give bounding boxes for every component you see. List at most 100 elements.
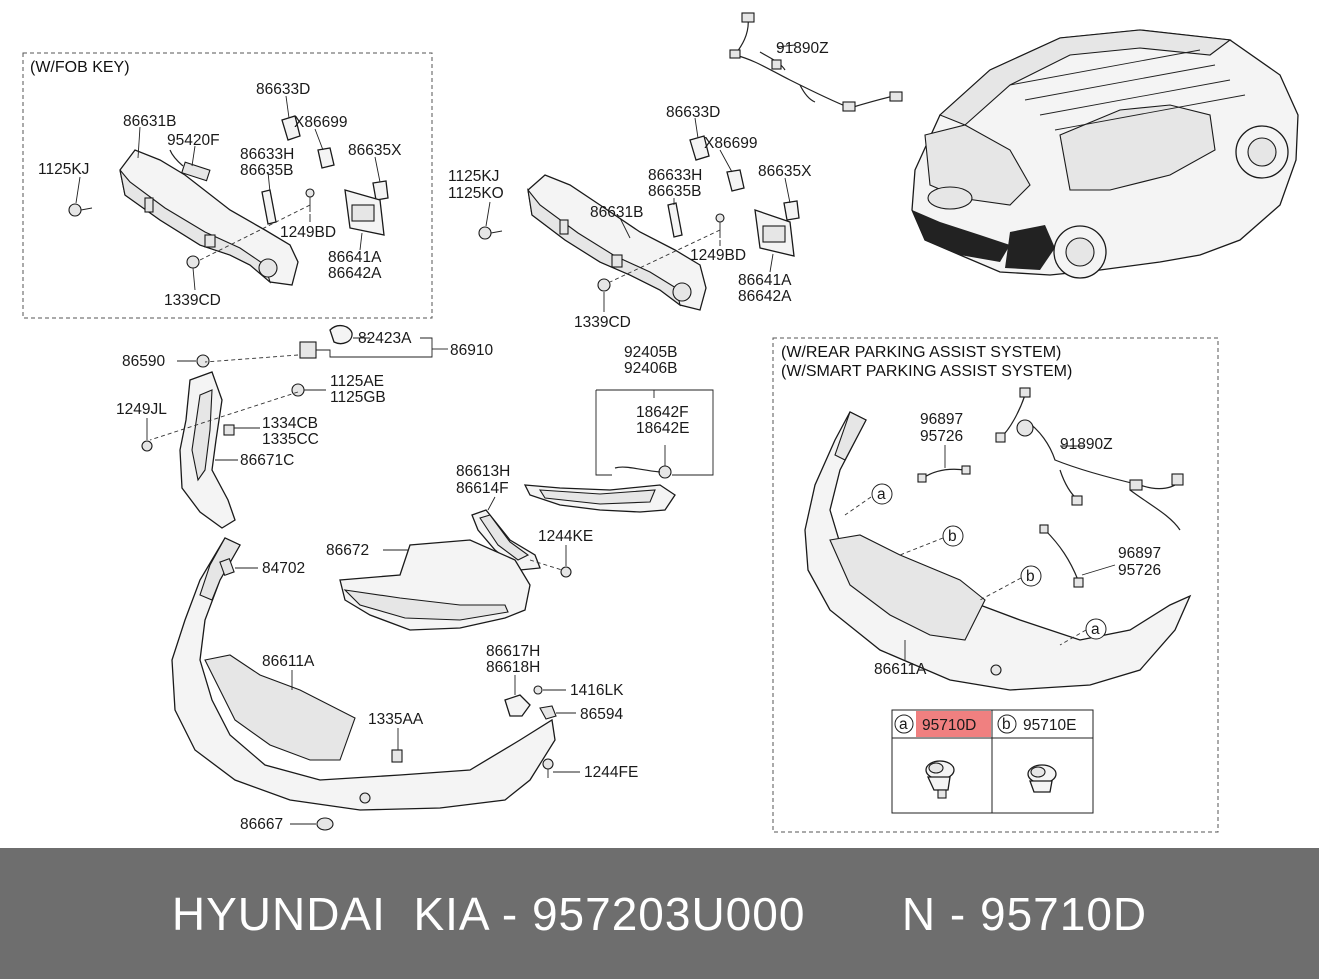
label-86617H: 86617H [486, 643, 540, 660]
label-86633D-left: 86633D [256, 81, 310, 98]
label-86671C: 86671C [240, 452, 294, 469]
label-86631B-left: 86631B [123, 113, 176, 130]
bolt-1125KJ-right[interactable] [478, 226, 503, 240]
bracket-X86699-right[interactable] [726, 169, 745, 192]
label-96897-a: 96897 [920, 411, 963, 428]
side-bracket-86671C[interactable] [179, 371, 236, 529]
bracket-86633H-right[interactable] [667, 202, 683, 238]
label-1334CB: 1334CB [262, 415, 318, 432]
bracket-86617H[interactable] [504, 694, 531, 717]
label-92405B: 92405B [624, 344, 677, 361]
label-92406B: 92406B [624, 360, 677, 377]
piece-86910-assembly[interactable] [299, 324, 353, 359]
bracket-86613H[interactable] [471, 509, 541, 571]
fob-antenna-95420F[interactable] [169, 149, 211, 182]
rear-bumper-cover-86611A[interactable] [171, 537, 556, 811]
nut-1339CD-right[interactable] [597, 278, 611, 292]
bolt-1249BD-right[interactable] [715, 213, 725, 238]
label-86642A-right: 86642A [738, 288, 792, 305]
table-a-letter: a [899, 716, 908, 733]
bulb-18642F[interactable] [614, 465, 672, 479]
table-b-letter: b [1002, 716, 1011, 733]
label-86633H-right: 86633H [648, 167, 702, 184]
bracket-86633H-left[interactable] [261, 189, 277, 225]
clip-1334CB[interactable] [223, 424, 235, 436]
part-number-footer: HYUNDAI KIA - 957203U000 N - 95710D [0, 848, 1319, 979]
label-91890Z-top: 91890Z [776, 40, 829, 57]
label-91890Z-parking: 91890Z [1060, 436, 1113, 453]
bumper-beam-right[interactable] [527, 174, 707, 311]
label-1244KE: 1244KE [538, 528, 593, 545]
footer-part-text: N - 95710D [901, 887, 1148, 940]
footer-brand-text: HYUNDAI KIA - 957203U000 [171, 887, 806, 940]
wiring-harness-91890Z-top[interactable] [729, 12, 903, 112]
screw-1244KE[interactable] [560, 566, 572, 578]
label-86594: 86594 [580, 706, 623, 723]
bracket-86635X-right[interactable] [783, 200, 800, 221]
label-86590: 86590 [122, 353, 165, 370]
nut-1339CD-left[interactable] [186, 255, 200, 269]
bumper-beam-left[interactable] [119, 149, 299, 286]
callout-a-2-text: a [1091, 621, 1100, 638]
bolt-1249BD-left[interactable] [305, 188, 315, 212]
label-1339CD-right: 1339CD [574, 314, 631, 331]
nut-86590[interactable] [196, 354, 210, 368]
label-1249BD-left: 1249BD [280, 224, 336, 241]
callout-a-2 [1085, 618, 1107, 640]
label-86642A-left: 86642A [328, 265, 382, 282]
screw-1244FE[interactable] [542, 758, 554, 778]
label-86667: 86667 [240, 816, 283, 833]
sensor-wire-96897-a[interactable] [917, 465, 971, 483]
label-82423A: 82423A [358, 330, 412, 347]
rear-bumper-cover-86611A-parking[interactable] [804, 411, 1192, 691]
table-a-part[interactable]: 95710D [922, 717, 976, 734]
bracket-86633D-right[interactable] [689, 135, 710, 161]
wiring-harness-91890Z-parking[interactable] [995, 387, 1184, 531]
table-b-part[interactable]: 95710E [1023, 717, 1076, 734]
label-1125AE: 1125AE [330, 373, 384, 390]
clip-1416LK[interactable] [533, 685, 543, 695]
bolt-1125AE[interactable] [291, 383, 326, 397]
sensor-table: a 95710D b 95710E [891, 709, 1094, 814]
clip-1335AA[interactable] [391, 749, 403, 763]
sensor-95710D-icon[interactable] [925, 760, 955, 799]
label-86672: 86672 [326, 542, 369, 559]
label-86618H: 86618H [486, 659, 540, 676]
bolt-1249JL[interactable] [141, 440, 153, 452]
label-1335CC: 1335CC [262, 431, 319, 448]
label-86641A-left: 86641A [328, 249, 382, 266]
label-1125KO-right: 1125KO [448, 185, 504, 202]
nut-86594[interactable] [539, 705, 557, 720]
parking-frame-title-1: (W/REAR PARKING ASSIST SYSTEM) [781, 344, 1061, 361]
label-84702: 84702 [262, 560, 305, 577]
label-1244FE: 1244FE [584, 764, 638, 781]
reflector-lamp-92405B[interactable] [523, 484, 676, 513]
bracket-86633D-left[interactable] [281, 115, 301, 141]
callout-a-1 [871, 483, 893, 505]
label-1249JL: 1249JL [116, 401, 167, 418]
callout-b-2 [1020, 565, 1042, 587]
callout-b-1 [942, 525, 964, 547]
sensor-holder-86641A-right[interactable] [754, 209, 795, 257]
label-1339CD-left: 1339CD [164, 292, 221, 309]
bracket-86635X-left[interactable] [372, 180, 389, 201]
sensor-wire-96897-b[interactable] [1039, 524, 1084, 588]
label-86635B-left: 86635B [240, 162, 293, 179]
label-95420F: 95420F [167, 132, 220, 149]
label-86611A-left: 86611A [262, 653, 315, 670]
bolt-1125KJ-left[interactable] [68, 203, 93, 217]
clip-84702[interactable] [219, 558, 235, 576]
bracket-X86699-left[interactable] [317, 147, 335, 169]
sensor-holder-86641A-left[interactable] [344, 189, 385, 236]
lower-cover-86672[interactable] [339, 539, 531, 631]
label-86635X-left: 86635X [348, 142, 402, 159]
label-X86699-left: X86699 [294, 114, 347, 131]
label-1125KJ-left: 1125KJ [38, 161, 89, 178]
cap-86667[interactable] [316, 817, 334, 831]
sensor-95710E-icon[interactable] [1027, 764, 1057, 793]
fob-key-frame-title: (W/FOB KEY) [30, 59, 130, 76]
parking-frame-title-2: (W/SMART PARKING ASSIST SYSTEM) [781, 363, 1072, 380]
label-1335AA: 1335AA [368, 711, 424, 728]
label-86910: 86910 [450, 342, 493, 359]
parts-diagram: (W/FOB KEY) [22, 12, 1299, 833]
